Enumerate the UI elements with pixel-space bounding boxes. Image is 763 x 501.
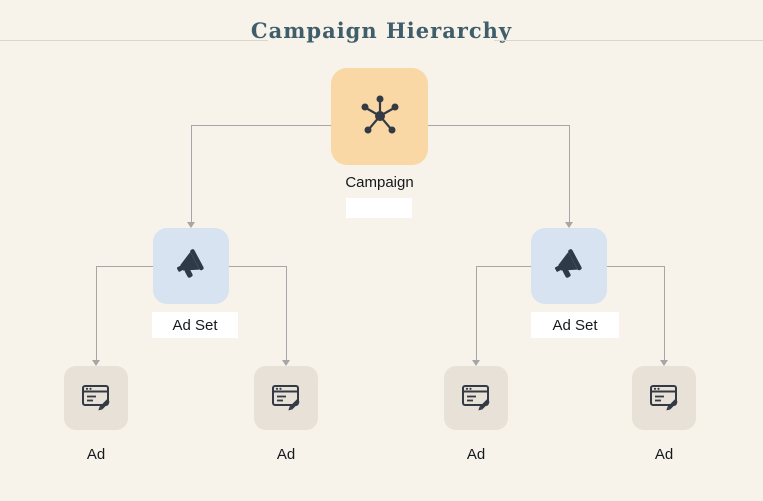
connector-campaign-adset-right-h bbox=[428, 125, 569, 126]
connector-campaign-adset-left-h bbox=[191, 125, 331, 126]
title-divider-left bbox=[0, 40, 268, 41]
connector-adset1-ad2-v bbox=[286, 266, 287, 360]
ad-node-3 bbox=[444, 366, 508, 430]
connector-adset2-ad3-h bbox=[476, 266, 531, 267]
network-hub-icon bbox=[355, 89, 405, 144]
connector-adset2-ad4-h bbox=[607, 266, 664, 267]
connector-adset1-ad1-h bbox=[96, 266, 153, 267]
arrow-down-icon bbox=[660, 360, 668, 366]
ad-browser-icon bbox=[459, 379, 493, 418]
ad-node-4 bbox=[632, 366, 696, 430]
campaign-label-highlight bbox=[346, 198, 412, 218]
connector-adset1-ad1-v bbox=[96, 266, 97, 360]
ad-label-1: Ad bbox=[86, 446, 106, 463]
ad-label-3: Ad bbox=[466, 446, 486, 463]
title-divider-right bbox=[494, 40, 763, 41]
ad-browser-icon bbox=[647, 379, 681, 418]
connector-campaign-adset-right-v bbox=[569, 125, 570, 222]
ad-label-4: Ad bbox=[654, 446, 674, 463]
ad-node-1 bbox=[64, 366, 128, 430]
ad-browser-icon bbox=[79, 379, 113, 418]
arrow-down-icon bbox=[565, 222, 573, 228]
connector-adset2-ad3-v bbox=[476, 266, 477, 360]
connector-campaign-adset-left-v bbox=[191, 125, 192, 222]
arrow-down-icon bbox=[92, 360, 100, 366]
connector-adset2-ad4-v bbox=[664, 266, 665, 360]
ad-set-label-2: Ad Set bbox=[531, 312, 619, 338]
ad-browser-icon bbox=[269, 379, 303, 418]
ad-set-node-2 bbox=[531, 228, 607, 304]
connector-adset1-ad2-h bbox=[229, 266, 286, 267]
ad-label-2: Ad bbox=[276, 446, 296, 463]
megaphone-icon bbox=[172, 245, 210, 288]
megaphone-icon bbox=[550, 245, 588, 288]
page-title: Campaign Hierarchy bbox=[250, 18, 513, 43]
ad-node-2 bbox=[254, 366, 318, 430]
ad-set-label-1: Ad Set bbox=[152, 312, 238, 338]
arrow-down-icon bbox=[472, 360, 480, 366]
arrow-down-icon bbox=[187, 222, 195, 228]
campaign-node bbox=[331, 68, 428, 165]
arrow-down-icon bbox=[282, 360, 290, 366]
ad-set-node-1 bbox=[153, 228, 229, 304]
campaign-label: Campaign bbox=[345, 174, 414, 191]
